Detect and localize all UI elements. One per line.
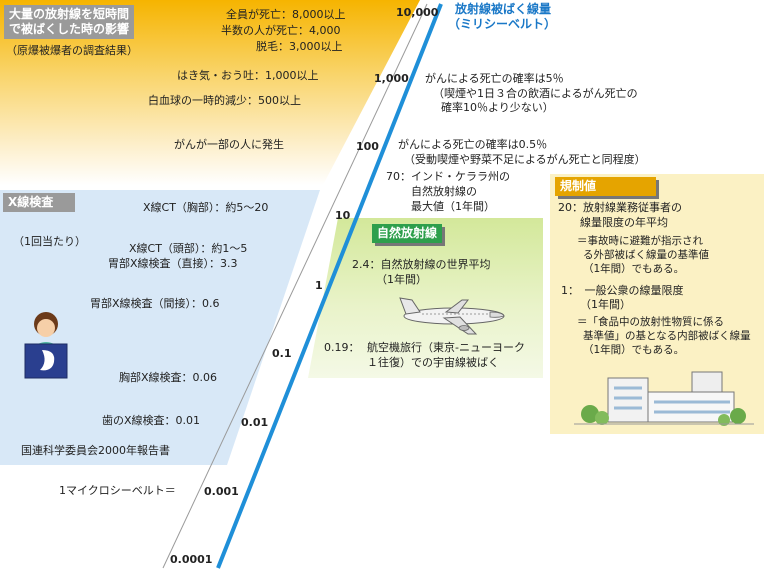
tick-10: 10 xyxy=(335,209,351,222)
xray-item-chest: 胸部X線検査：0.06 xyxy=(119,371,218,384)
public-limit-line3: ＝「食品中の放射性物質に係る xyxy=(577,316,724,328)
tick-10000: 10,000 xyxy=(396,6,439,19)
acute-item-cancer: がんが一部の人に発生 xyxy=(174,138,284,151)
xray-per-exam: （1回当たり） xyxy=(13,235,86,248)
regulation-panel xyxy=(550,174,764,434)
xray-item-stomach-indirect: 胃部X線検査（間接）：0.6 xyxy=(90,297,220,310)
kerala-line2: 自然放射線の xyxy=(411,185,477,198)
cancer-risk-100-note: （受動喫煙や野菜不足によるがん死亡と同程度） xyxy=(404,153,646,166)
xray-heading: X線検査 xyxy=(3,193,76,212)
kerala-line1: 70：インド・ケララ州の xyxy=(386,170,510,183)
xray-item-ct-chest: X線CT（胸部）：約5〜20 xyxy=(143,201,269,214)
worker-limit-line5: （1年間）でもある。 xyxy=(583,263,685,275)
worker-limit-line4: る外部被ばく線量の基準値 xyxy=(583,249,709,261)
facility-building-illustration xyxy=(574,371,754,426)
airplane-icon xyxy=(399,297,505,335)
patient-xray-illustration xyxy=(24,312,68,379)
regulation-heading: 規制値 xyxy=(555,177,657,196)
world-average-line1: 2.4：自然放射線の世界平均 xyxy=(352,258,491,271)
axis-unit: （ミリシーベルト） xyxy=(448,17,557,31)
cancer-risk-100: がんによる死亡の確率は0.5％ xyxy=(398,138,548,151)
xray-source: 国連科学委員会2000年報告書 xyxy=(21,444,170,457)
xray-item-ct-head: X線CT（頭部）：約1〜5 xyxy=(129,242,248,255)
axis-shadow-line xyxy=(162,3,428,569)
flight-value: 0.19： xyxy=(324,341,360,354)
public-limit-line4: 基準値」の基となる内部被ばく線量 xyxy=(583,330,751,342)
tick-0.0001: 0.0001 xyxy=(170,553,213,566)
acute-heading: 大量の放射線を短時間 で被ばくした時の影響 xyxy=(4,5,135,39)
tick-1000: 1,000 xyxy=(374,72,409,85)
micro-sievert-label: 1マイクロシーベルト＝ xyxy=(59,484,176,497)
tick-1: 1 xyxy=(315,279,323,292)
acute-item-death-all: 全員が死亡：8,000以上 xyxy=(226,8,346,21)
natural-heading: 自然放射線 xyxy=(372,224,443,243)
world-average-line2: （1年間） xyxy=(376,273,427,286)
cancer-risk-1000-note2: 確率10％より少ない） xyxy=(441,101,554,114)
flight-line1: 航空機旅行（東京-ニューヨーク xyxy=(367,341,525,354)
xray-item-stomach-direct: 胃部X線検査（直接）：3.3 xyxy=(108,257,238,270)
tick-0.1: 0.1 xyxy=(272,347,292,360)
axis-title: 放射線被ばく線量 xyxy=(455,2,552,16)
public-limit-line5: （1年間）でもある。 xyxy=(583,344,685,356)
acute-heading-line2: で被ばくした時の影響 xyxy=(9,22,130,36)
flight-line2: １往復）での宇宙線被ばく xyxy=(367,356,499,369)
tick-0.01: 0.01 xyxy=(241,416,269,429)
kerala-line3: 最大値（1年間） xyxy=(411,200,495,213)
acute-source: （原爆被爆者の調査結果） xyxy=(6,44,138,57)
acute-item-death-half: 半数の人が死亡：4,000 xyxy=(221,24,341,37)
public-limit-line2: （1年間） xyxy=(580,298,631,311)
xray-item-dental: 歯のX線検査：0.01 xyxy=(102,414,201,427)
cancer-risk-1000-note1: （喫煙や1日３合の飲酒によるがん死亡の xyxy=(433,87,638,100)
acute-item-hair-loss: 脱毛：3,000以上 xyxy=(256,40,343,53)
axis-main-line xyxy=(216,3,443,569)
acute-heading-line1: 大量の放射線を短時間 xyxy=(9,7,130,21)
tick-100: 100 xyxy=(356,140,379,153)
worker-limit-line3: ＝事故時に避難が指示され xyxy=(577,235,703,247)
cancer-risk-1000: がんによる死亡の確率は5％ xyxy=(425,72,564,85)
worker-limit-line2: 線量限度の年平均 xyxy=(580,216,668,229)
acute-item-nausea: はき気・おう吐：1,000以上 xyxy=(177,69,319,82)
worker-limit-line1: 20：放射線業務従事者の xyxy=(558,201,682,214)
acute-item-leukocyte: 白血球の一時的減少：500以上 xyxy=(148,94,301,107)
public-limit-line1: 1： 一般公衆の線量限度 xyxy=(561,284,684,297)
tick-0.001: 0.001 xyxy=(204,485,239,498)
